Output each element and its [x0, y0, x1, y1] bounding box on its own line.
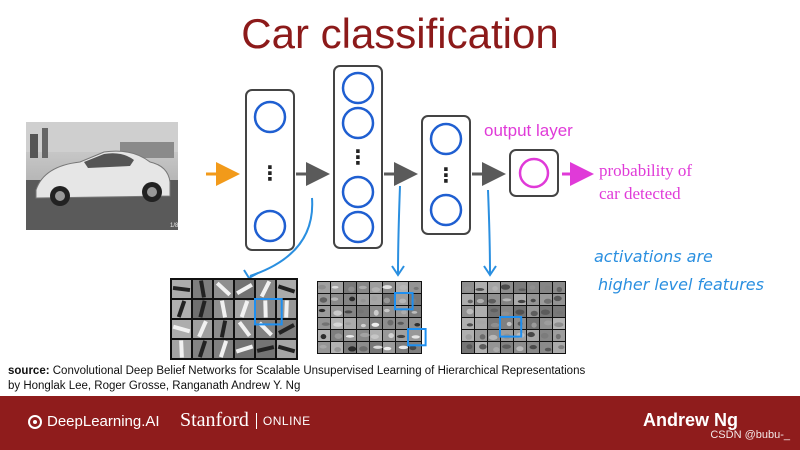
- car-photo: 1/8: [26, 122, 179, 230]
- neuron: [253, 100, 287, 134]
- feature-tile: [514, 282, 526, 293]
- hidden-layer-1: ⋮: [245, 89, 295, 251]
- layer-ellipsis: ⋮: [348, 145, 368, 169]
- output-text-line1: probability of: [599, 161, 692, 180]
- neuron: [429, 193, 463, 227]
- photo-badge: 1/8: [170, 223, 179, 229]
- stanford-logo: Stanford ONLINE: [180, 409, 311, 432]
- feature-map-edges: [170, 278, 298, 360]
- neuron: [341, 106, 375, 140]
- neuron: [341, 210, 375, 244]
- deeplearning-mark-icon: [28, 414, 42, 429]
- feature-tile: [357, 318, 369, 329]
- online-logo-text: ONLINE: [262, 413, 311, 428]
- source-line2: by Honglak Lee, Roger Grosse, Ranganath …: [8, 380, 301, 392]
- feature-map-objects: [461, 281, 566, 354]
- neuron: [429, 122, 463, 156]
- author-name: Andrew Ng: [642, 410, 738, 430]
- source-line1: Convolutional Deep Belief Networks for S…: [52, 365, 586, 377]
- stanford-logo-text: Stanford: [180, 409, 249, 431]
- feature-tile: [514, 294, 526, 305]
- annotation-arrow: [249, 197, 314, 277]
- output-neuron: [518, 157, 550, 189]
- feature-tile: [409, 318, 421, 329]
- neuron: [341, 175, 375, 209]
- neuron: [341, 71, 375, 105]
- feature-tile: [488, 342, 500, 353]
- layer-ellipsis: ⋮: [260, 161, 280, 185]
- network-diagram: 1/8 ⋮ ⋮ ⋮ output layer probability of ca…: [26, 65, 764, 360]
- output-layer-label: output layer: [484, 121, 573, 140]
- hand-note-line1: activations are: [594, 247, 713, 266]
- highlight-box: [394, 292, 414, 311]
- output-layer: [509, 149, 559, 197]
- source-label: source:: [8, 365, 50, 377]
- feature-tile: [475, 282, 487, 293]
- feature-tile: [501, 306, 513, 317]
- footer-bar: DeepLearning.AI Stanford ONLINE Andrew N…: [0, 396, 800, 450]
- deeplearning-logo: DeepLearning.AI: [28, 413, 160, 430]
- feature-map-parts: [317, 281, 427, 354]
- hand-note-line2: higher level features: [598, 275, 764, 294]
- feature-tile: [462, 294, 474, 305]
- deeplearning-logo-text: DeepLearning.AI: [47, 413, 160, 430]
- neuron: [253, 209, 287, 243]
- hidden-layer-3: ⋮: [421, 115, 471, 235]
- hidden-layer-2: ⋮: [333, 65, 383, 249]
- highlight-box: [499, 316, 523, 338]
- watermark: CSDN @bubu-_: [710, 429, 790, 441]
- highlight-box: [254, 298, 283, 326]
- output-text-line2: car detected: [599, 184, 681, 203]
- annotation-arrow: [397, 185, 401, 275]
- slide-title: Car classification: [241, 10, 559, 57]
- feature-tile: [540, 342, 552, 353]
- source-citation: source: Convolutional Deep Belief Networ…: [8, 364, 585, 394]
- highlight-box: [407, 328, 427, 347]
- layer-ellipsis: ⋮: [436, 163, 456, 187]
- feature-tile: [462, 318, 474, 329]
- annotation-arrow: [487, 189, 491, 275]
